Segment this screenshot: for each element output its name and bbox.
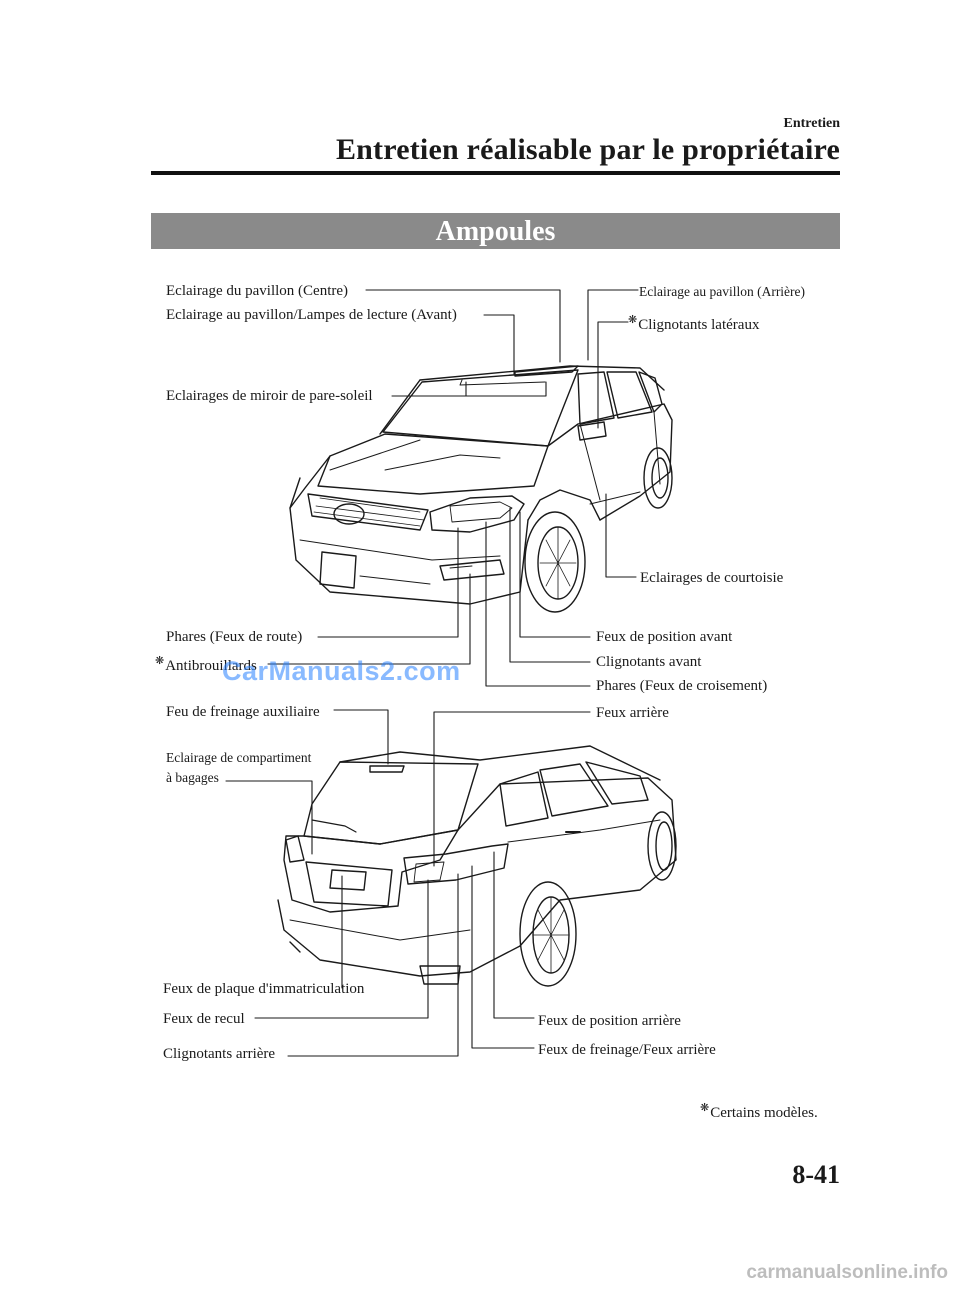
footnote-text: Certains modèles. — [710, 1105, 818, 1121]
watermark-overlay: CarManuals2.com — [222, 656, 461, 686]
label-side-turn: ❋Clignotants latéraux — [628, 315, 759, 333]
optional-star-icon: ❋ — [700, 1102, 710, 1114]
label-roof-rear: Eclairage au pavillon (Arrière) — [639, 284, 806, 299]
label-rear-position: Feux de position arrière — [538, 1013, 681, 1029]
label-fog-text: Antibrouillards — [165, 658, 257, 674]
label-front-turn: Clignotants avant — [596, 654, 702, 670]
label-rear-turn: Clignotants arrière — [163, 1046, 276, 1062]
header-rule — [151, 171, 840, 175]
label-roof-center: Eclairage du pavillon (Centre) — [166, 283, 349, 299]
label-plate: Feux de plaque d'immatriculation — [163, 981, 365, 997]
watermark-footer[interactable]: carmanualsonline.info — [746, 1262, 948, 1283]
label-tail: Feux arrière — [596, 705, 669, 721]
page-number: 8-41 — [792, 1160, 840, 1189]
label-front-position: Feux de position avant — [596, 629, 733, 645]
label-brake-tail: Feux de freinage/Feux arrière — [538, 1042, 716, 1058]
front-callout-lines — [267, 289, 639, 687]
front-car-illustration — [289, 365, 673, 613]
label-fog: ❋Antibrouillards — [155, 656, 257, 674]
label-headlight-low: Phares (Feux de croisement) — [596, 678, 768, 694]
label-trunk-line2: à bagages — [166, 770, 219, 785]
label-high-stop: Feu de freinage auxiliaire — [166, 704, 320, 720]
rear-callout-lines — [225, 709, 591, 1057]
section-name: Entretien — [783, 116, 840, 131]
section-banner: Ampoules — [151, 213, 840, 249]
label-sunvisor: Eclairages de miroir de pare-soleil — [166, 388, 373, 404]
label-reverse: Feux de recul — [163, 1011, 245, 1027]
label-trunk-line1: Eclairage de compartiment — [166, 750, 312, 765]
rear-car-illustration — [277, 745, 677, 987]
label-courtesy: Eclairages de courtoisie — [640, 570, 784, 586]
label-headlight-high: Phares (Feux de route) — [166, 629, 303, 645]
label-roof-front-reading: Eclairage au pavillon/Lampes de lecture … — [166, 307, 457, 323]
optional-star-icon: ❋ — [628, 314, 638, 326]
footnote: ❋Certains modèles. — [700, 1103, 818, 1121]
page-title: Entretien réalisable par le propriétaire — [335, 133, 840, 166]
label-side-turn-text: Clignotants latéraux — [638, 317, 760, 333]
optional-star-icon: ❋ — [155, 655, 165, 667]
